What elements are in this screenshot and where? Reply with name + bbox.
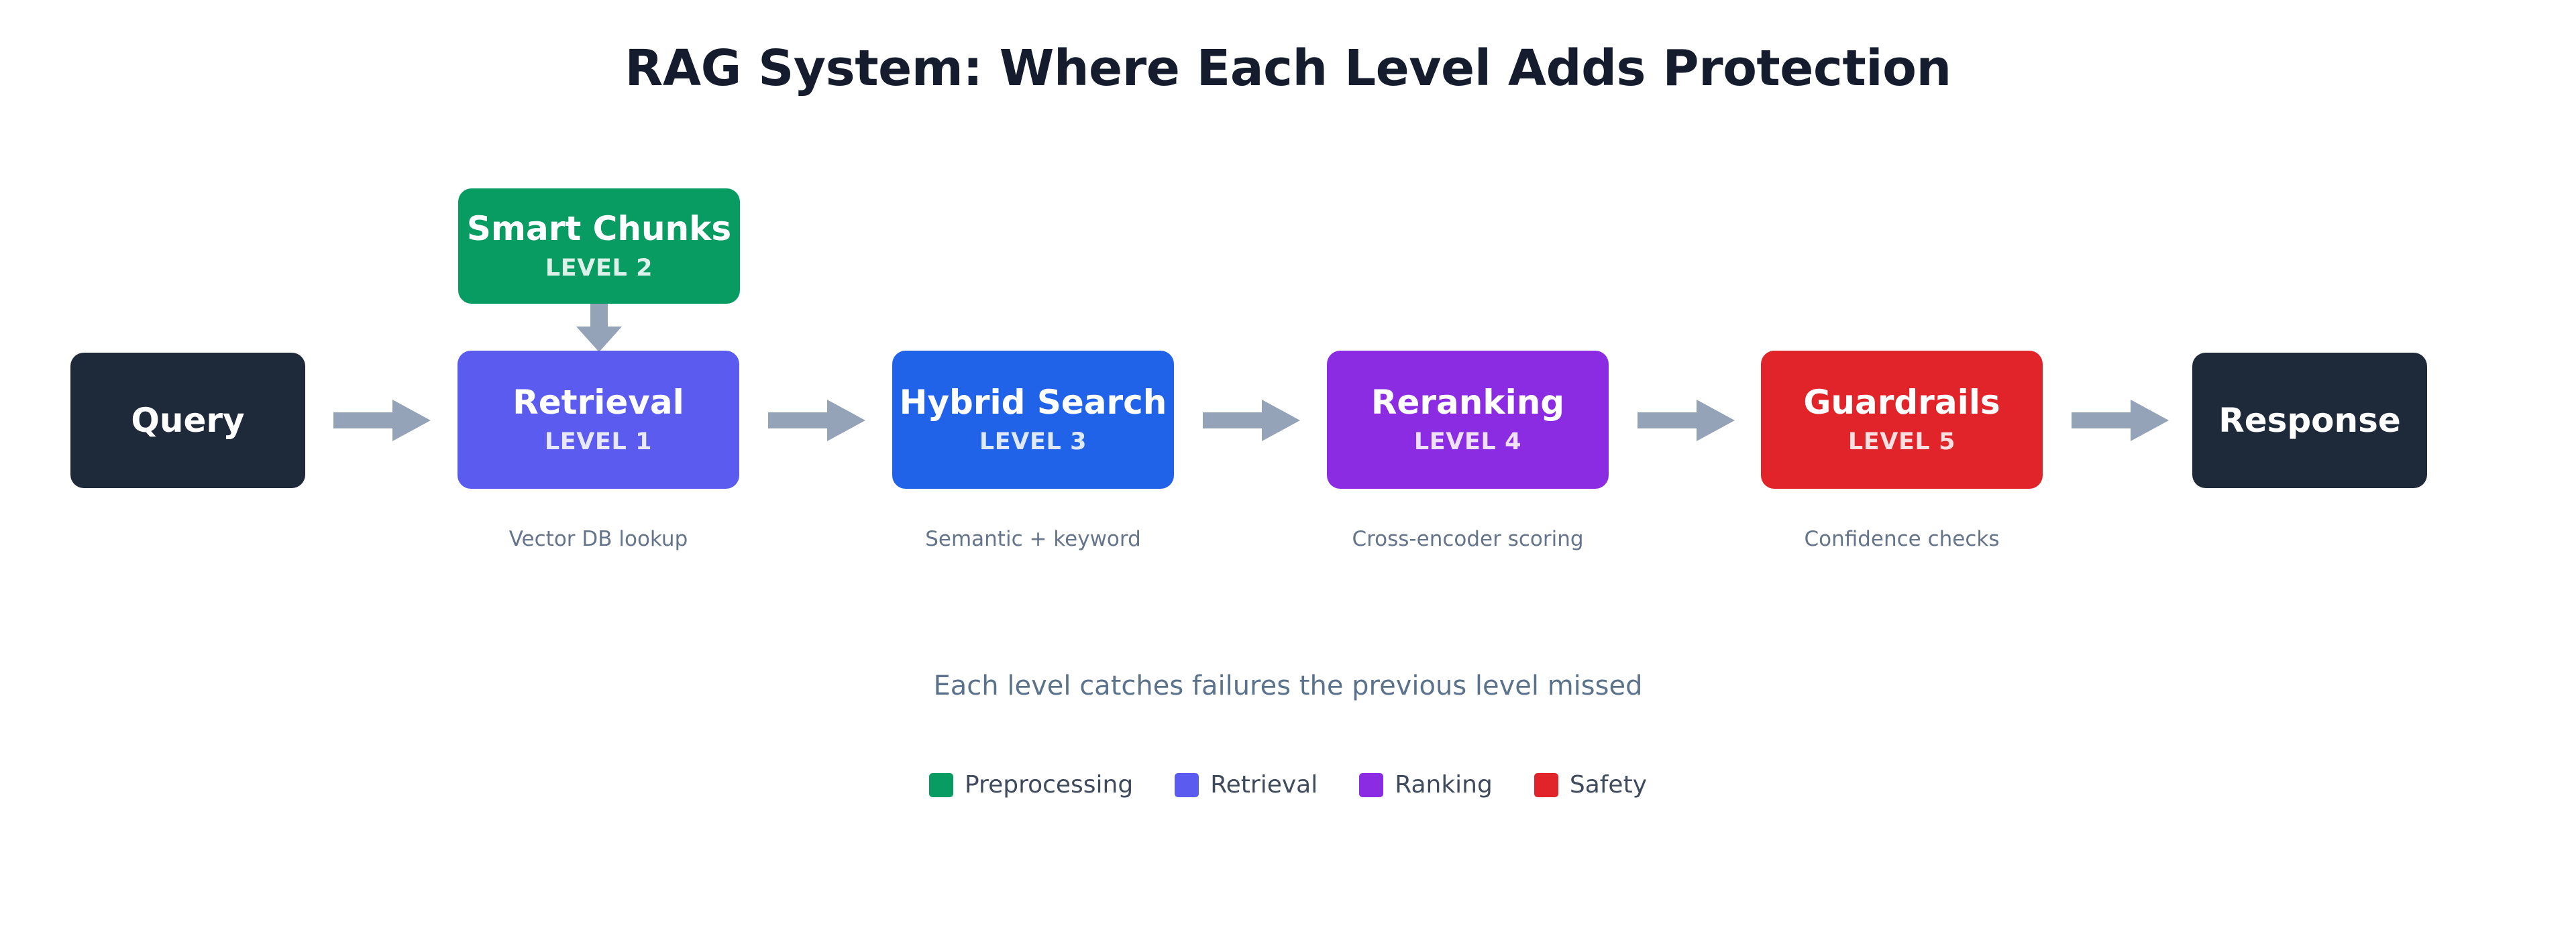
node-reranking-level: LEVEL 4 [1413, 428, 1522, 455]
node-guardrails[interactable]: Guardrails LEVEL 5 [1761, 351, 2043, 489]
node-smart-chunks-level: LEVEL 2 [545, 254, 653, 282]
legend-swatch-safety [1534, 772, 1558, 797]
legend-item-safety: Safety [1534, 771, 1647, 799]
node-smart-chunks-title: Smart Chunks [466, 209, 732, 248]
node-response[interactable]: Response [2192, 353, 2427, 488]
summary-note: Each level catches failures the previous… [933, 670, 1643, 701]
node-hybrid-search[interactable]: Hybrid Search LEVEL 3 [892, 351, 1174, 489]
node-retrieval-level: LEVEL 1 [544, 428, 653, 455]
arrow-hybrid-search-to-reranking [1203, 400, 1300, 441]
arrow-down-chunks-to-retrieval [566, 304, 633, 352]
node-guardrails-level: LEVEL 5 [1847, 428, 1956, 455]
node-reranking-title: Reranking [1371, 383, 1565, 422]
node-reranking[interactable]: Reranking LEVEL 4 [1327, 351, 1609, 489]
page-title: RAG System: Where Each Level Adds Protec… [625, 40, 1951, 97]
node-retrieval[interactable]: Retrieval LEVEL 1 [458, 351, 739, 489]
node-hybrid-search-level: LEVEL 3 [979, 428, 1087, 455]
arrow-guardrails-to-response [2072, 400, 2169, 441]
arrow-reranking-to-guardrails [1638, 400, 1735, 441]
legend-label-retrieval: Retrieval [1210, 771, 1318, 799]
legend-label-safety: Safety [1569, 771, 1647, 799]
caption-guardrails: Confidence checks [1804, 527, 2000, 551]
node-response-title: Response [2218, 400, 2401, 440]
node-query-title: Query [131, 400, 245, 440]
legend-swatch-ranking [1359, 772, 1384, 797]
caption-retrieval: Vector DB lookup [508, 527, 688, 551]
legend-item-retrieval: Retrieval [1175, 771, 1318, 799]
node-smart-chunks[interactable]: Smart Chunks LEVEL 2 [458, 188, 740, 304]
arrow-query-to-retrieval [333, 400, 431, 441]
legend: Preprocessing Retrieval Ranking Safety [0, 771, 2576, 799]
legend-label-preprocessing: Preprocessing [964, 771, 1134, 799]
arrow-retrieval-to-hybrid-search [768, 400, 865, 441]
legend-item-preprocessing: Preprocessing [928, 771, 1134, 799]
legend-label-ranking: Ranking [1395, 771, 1493, 799]
legend-swatch-retrieval [1175, 772, 1199, 797]
caption-reranking: Cross-encoder scoring [1352, 527, 1584, 551]
node-guardrails-title: Guardrails [1803, 383, 2000, 422]
legend-item-ranking: Ranking [1359, 771, 1493, 799]
node-hybrid-search-title: Hybrid Search [899, 383, 1167, 422]
node-retrieval-title: Retrieval [513, 383, 684, 422]
caption-hybrid-search: Semantic + keyword [925, 527, 1141, 551]
node-query[interactable]: Query [70, 353, 305, 488]
legend-swatch-preprocessing [928, 772, 953, 797]
